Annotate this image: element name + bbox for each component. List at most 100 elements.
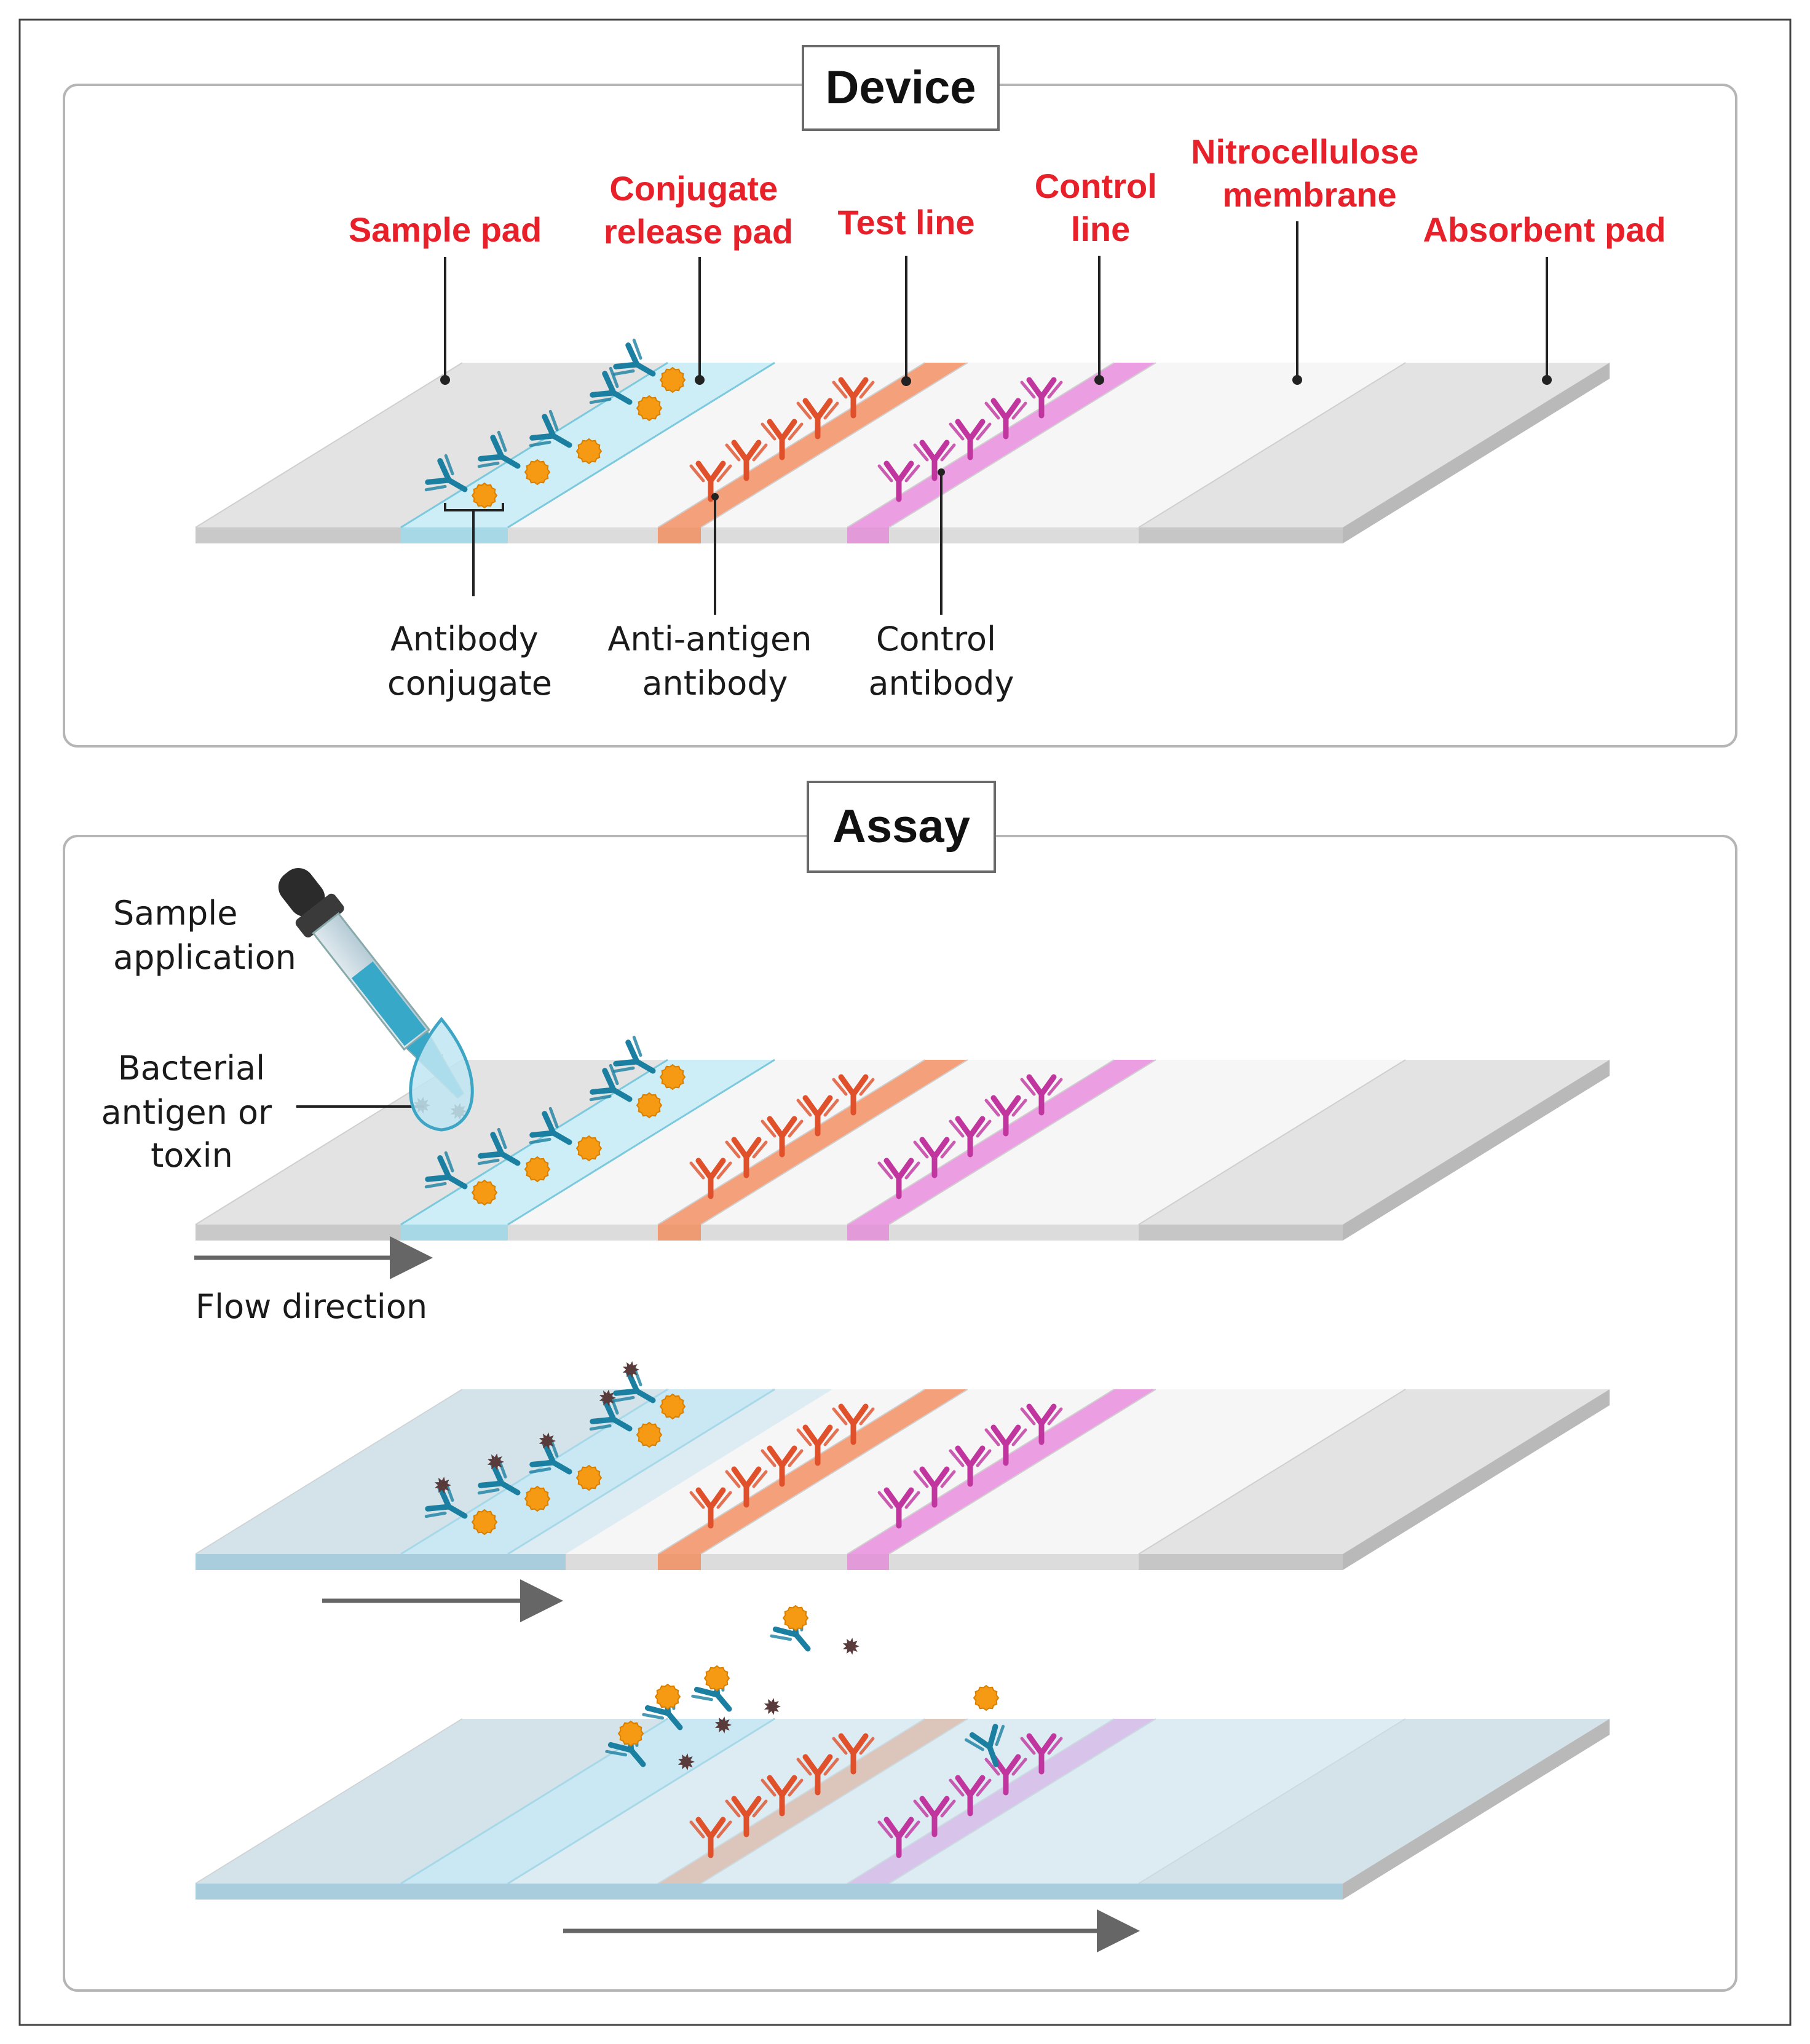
gold-nanoparticle-icon [636,1421,663,1448]
sample-flow-edge [196,1884,1343,1900]
device-title: Device [825,61,976,114]
strip-end-face [1343,1060,1610,1241]
nitrocellulose-membrane [889,1060,1405,1225]
nitrocellulose-membrane [701,363,1114,527]
segment-divider [847,1059,1115,1225]
biomolecules [413,338,1063,1858]
antibody-icon [913,1796,956,1837]
segment-divider [657,362,925,528]
antibody-icon [612,1035,656,1074]
absorbent-pad-edge [1139,1225,1343,1241]
segment-divider [1138,1389,1406,1555]
gold-nanoparticle-icon [575,1135,603,1162]
conjugate-release-pad-edge [401,527,508,543]
antibody-icon [529,1436,572,1475]
antibody-icon [725,1137,768,1178]
nitrocellulose-membrane [889,363,1405,527]
nitrocellulose-membrane-edge [508,1225,658,1241]
antibody-icon [949,1445,992,1487]
conjugate-release-pad-edge [401,1225,508,1241]
antibody-icon [589,366,633,405]
antibody-icon [832,1403,875,1445]
antibody-icon [1020,1733,1063,1775]
segment-divider [507,361,775,529]
absorbent-pad-edge [1139,527,1343,543]
antibody-icon [761,1775,804,1817]
gold-nanoparticle-icon [782,1604,809,1632]
antibody-icon [477,430,521,469]
antibody-icon [832,1074,875,1116]
control-line-edge [847,1225,889,1241]
antibody-icon [761,419,804,460]
antibody-icon [984,1095,1027,1137]
antibody-icon [832,1733,875,1775]
absorbent-pad-edge [1139,1554,1343,1570]
gold-nanoparticle-icon [471,1179,498,1206]
antibody-icon [913,440,956,481]
segment-divider [507,1059,775,1226]
antibody-icon [689,460,732,502]
segment-divider [888,362,1156,528]
assay-title: Assay [832,800,970,853]
label-anti-antigen-antibody: Anti-antigen antibody [607,620,822,703]
nitrocellulose-membrane-edge [889,1554,1139,1570]
test-line [658,1060,968,1225]
label-sample-pad: Sample pad [349,210,542,249]
component-labels: Sample pad Conjugate release pad Test li… [349,132,1666,251]
antibody-icon [424,1480,468,1519]
antibody-icon [832,377,875,419]
nitrocellulose-membrane-edge [508,527,658,543]
label-conjugate-release-pad: Conjugate release pad [604,169,793,251]
antibody-icon [725,1796,768,1837]
antibody-icon [984,398,1027,440]
antibody-icon [725,440,768,481]
test-line-edge [658,1554,701,1570]
gold-nanoparticle-icon [973,1684,1000,1711]
gold-nanoparticle-icon [636,395,663,422]
nitrocellulose-membrane [508,1060,925,1225]
antibody-icon [913,1137,956,1178]
control-line [847,1389,1156,1554]
gold-nanoparticle-icon [659,366,686,393]
gold-nanoparticle-icon [524,1156,551,1183]
antibody-icon [589,1393,633,1432]
gold-nanoparticle-icon [659,1063,686,1091]
sample-flow-front [196,1389,832,1554]
segment-divider [195,362,463,528]
antibody-icon [796,398,839,440]
gold-nanoparticle-icon [659,1393,686,1420]
part-leader-lines [444,472,943,615]
antibody-icon [796,1095,839,1137]
label-bacterial-antigen: Bacterial antigen or toxin [101,1049,283,1175]
segment-divider [888,1389,1156,1555]
segment-divider [700,1389,968,1555]
nitrocellulose-membrane [889,1389,1405,1554]
antibody-icon [612,338,656,377]
label-sample-application: Sample application [113,894,296,977]
antigen-icon [539,1432,556,1450]
device-title-box [802,45,1000,131]
segment-divider [847,1389,1115,1555]
test-line-edge [658,527,701,543]
antigen-icon [678,1753,695,1770]
label-control-antibody: Control antibody [868,620,1014,703]
label-antibody-conjugate: Antibody conjugate [387,620,552,703]
antibody-icon [984,1424,1027,1466]
antibody-icon [424,1151,468,1190]
gold-nanoparticle-icon [471,1509,498,1536]
label-test-line: Test line [837,203,974,242]
strip-end-face [1343,1719,1610,1900]
gold-nanoparticle-icon [703,1665,730,1692]
nitrocellulose-membrane-edge [701,1554,847,1570]
test-line [658,363,968,527]
nitrocellulose-membrane-edge [889,527,1139,543]
gold-nanoparticle-icon [575,438,603,465]
gold-nanoparticle-icon [654,1683,681,1710]
control-line [847,363,1156,527]
antibody-icon [877,1817,920,1858]
antibody-icon [877,460,920,502]
nitrocellulose-membrane [701,1060,1114,1225]
sample-flow-front [196,1719,1610,1884]
nitrocellulose-membrane-edge [701,527,847,543]
